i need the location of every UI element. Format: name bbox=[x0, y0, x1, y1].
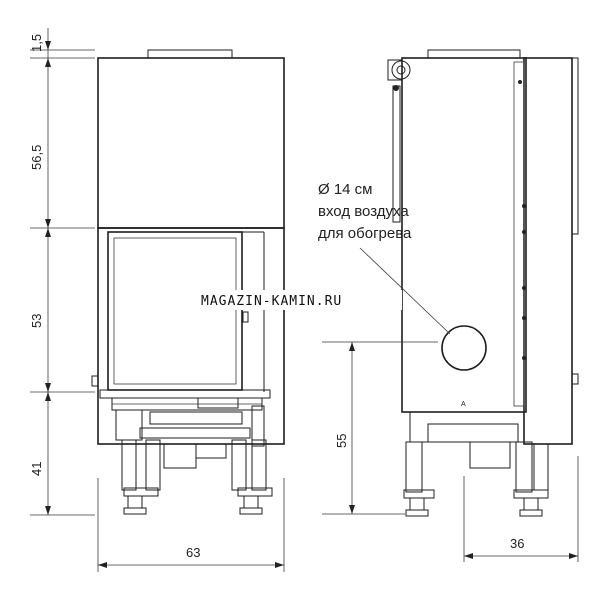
front-width-dimension bbox=[97, 478, 285, 572]
dim-36: 36 bbox=[510, 536, 524, 551]
dim-63: 63 bbox=[186, 545, 200, 560]
inlet-height-dimension bbox=[322, 341, 438, 515]
dim-1-5: 1,5 bbox=[29, 34, 44, 52]
watermark: MAGAZIN-KAMIN.RU bbox=[201, 294, 342, 309]
inlet-note: Ø 14 см вход воздуха для обогрева bbox=[318, 181, 412, 242]
dim-55: 55 bbox=[334, 434, 349, 448]
air-inlet-circle bbox=[441, 325, 487, 371]
vertical-dimension-chain bbox=[30, 28, 95, 516]
inlet-note-line3: для обогрева bbox=[318, 225, 412, 242]
front-view bbox=[91, 49, 285, 515]
side-view: A bbox=[387, 49, 579, 517]
inlet-note-line2: вход воздуха bbox=[318, 203, 409, 220]
inlet-note-diameter: Ø 14 см bbox=[318, 181, 373, 198]
svg-text:A: A bbox=[461, 401, 466, 408]
dim-56-5: 56,5 bbox=[29, 145, 44, 170]
side-depth-dimension bbox=[463, 456, 579, 562]
damper-knob-icon bbox=[387, 59, 411, 81]
inlet-leader-line bbox=[359, 247, 451, 335]
dim-53: 53 bbox=[29, 314, 44, 328]
dim-41: 41 bbox=[29, 462, 44, 476]
